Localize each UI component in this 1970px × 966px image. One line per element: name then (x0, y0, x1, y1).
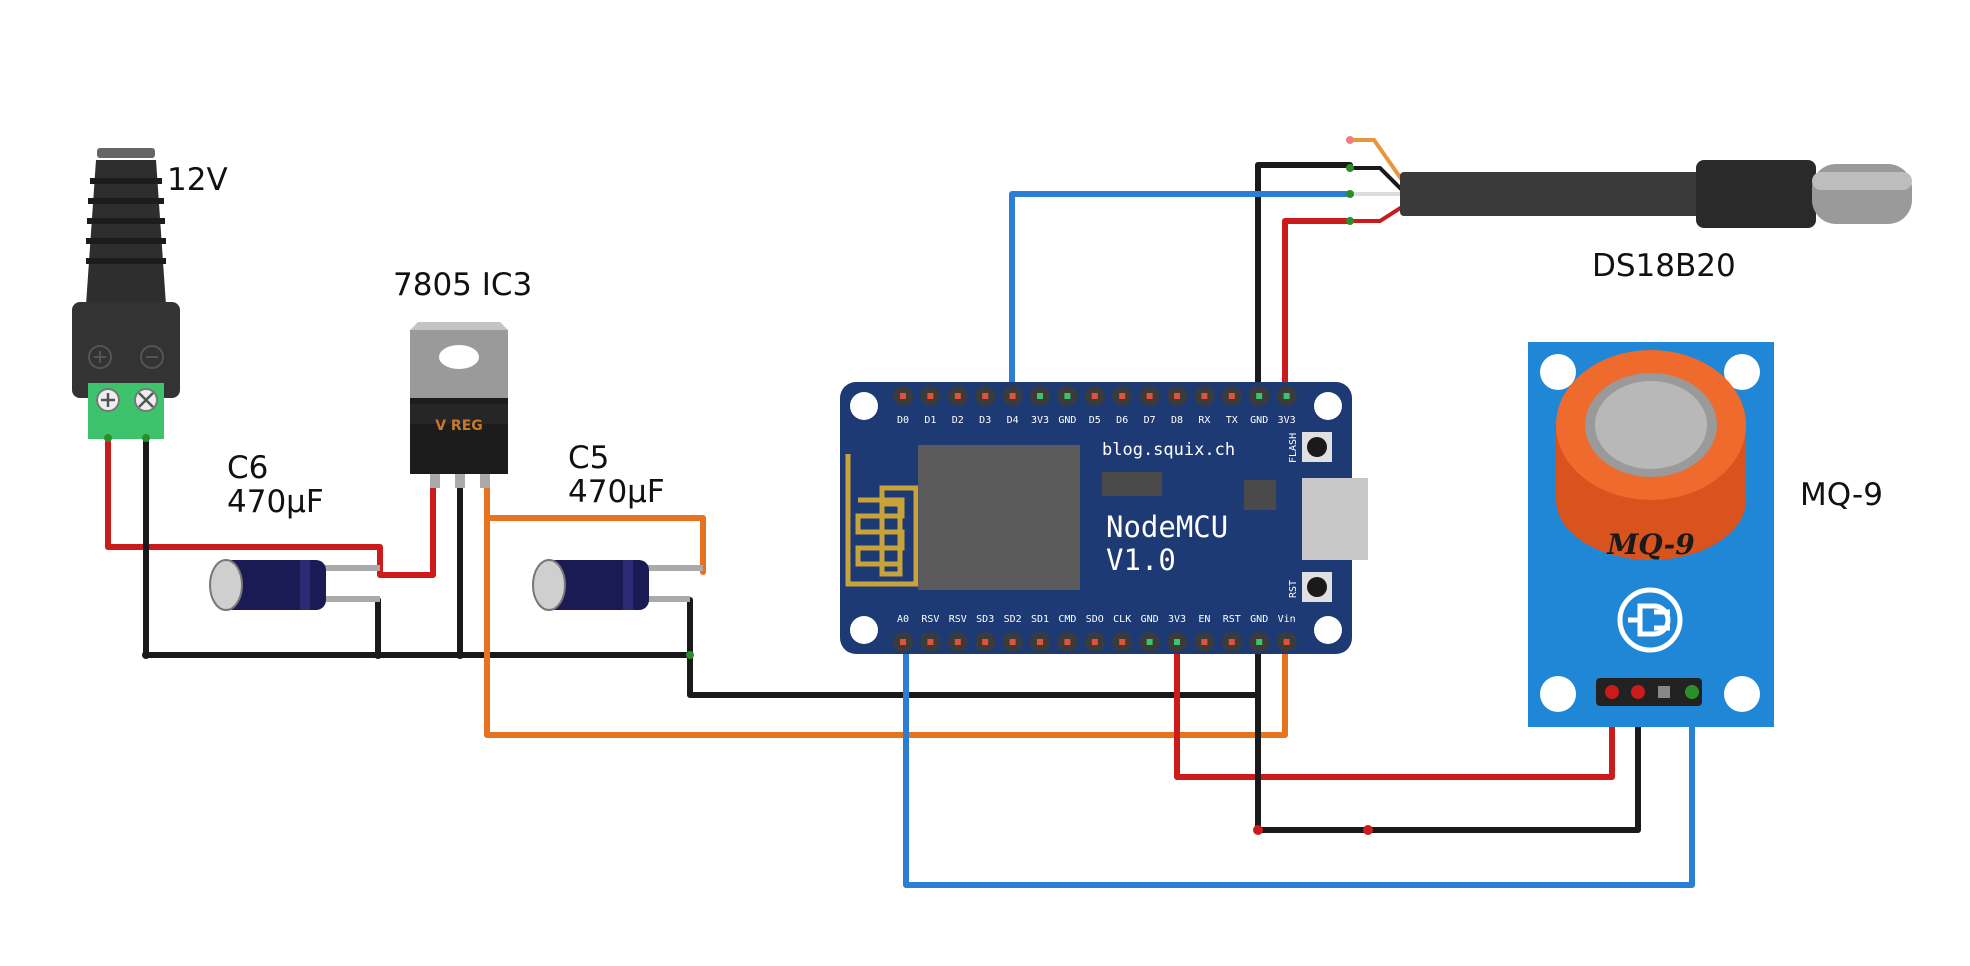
top-pin-dot-9 (1146, 393, 1153, 399)
top-pin-header: D0 D1 D2 D3 D4 3V3 GND D5 D6 D7 D8 RX TX GND 3V3 (893, 386, 1297, 426)
bottom-pin-dot-6 (1064, 639, 1071, 645)
bottom-pin-dot-9 (1146, 639, 1153, 645)
top-pin-label-1: D1 (924, 415, 936, 426)
c5-name-label: C5 (568, 440, 609, 476)
c6-name-label: C6 (227, 450, 268, 486)
top-pin-dot-8 (1119, 393, 1126, 399)
wire-black-ds18b20-gnd (1255, 162, 1353, 398)
wire-red-jack-to-regulator (105, 439, 436, 578)
top-pin-label-9: D7 (1144, 415, 1156, 426)
top-pin-label-0: D0 (897, 415, 909, 426)
bottom-pin-dot-2 (954, 639, 961, 645)
bottom-pin-label-3: SD3 (976, 614, 994, 625)
wires (105, 162, 1695, 888)
top-pin-label-6: GND (1058, 415, 1076, 426)
rst-button-label: RST (1288, 580, 1299, 598)
bottom-pin-label-7: SDO (1086, 614, 1104, 625)
top-pin-dot-11 (1201, 393, 1208, 399)
wifi-antenna-icon (845, 454, 919, 587)
power-jack-label: 12V (167, 162, 228, 198)
bottom-pin-label-5: SD1 (1031, 614, 1049, 625)
dc-power-jack (72, 148, 180, 442)
bottom-pin-dot-3 (982, 639, 989, 645)
top-pin-dot-13 (1256, 393, 1263, 399)
top-pin-label-11: RX (1198, 415, 1210, 426)
mq9-label: MQ-9 (1800, 477, 1883, 513)
ds18b20-probe (1346, 136, 1912, 228)
wire-orange-5v-c5 (484, 515, 706, 575)
top-pin-label-14: 3V3 (1278, 415, 1296, 426)
bottom-pin-dot-7 (1091, 639, 1098, 645)
top-pin-label-7: D5 (1089, 415, 1101, 426)
flash-button-label: FLASH (1288, 433, 1299, 463)
top-pin-label-13: GND (1250, 415, 1268, 426)
bottom-pin-label-2: RSV (949, 614, 967, 625)
bottom-pin-dot-10 (1174, 639, 1180, 645)
top-pin-dot-7 (1091, 393, 1098, 399)
top-pin-dot-2 (954, 393, 961, 399)
top-pin-label-2: D2 (952, 415, 964, 426)
board-name-line2: V1.0 (1106, 543, 1176, 577)
wire-red-ds18b20-vcc (1282, 218, 1353, 398)
regulator-label: 7805 IC3 (393, 267, 532, 303)
bottom-pin-header: A0 RSV RSV SD3 SD2 SD1 CMD SDO CLK GND 3V3 EN RST GND… (893, 614, 1297, 652)
bottom-pin-dot-13 (1256, 639, 1263, 645)
top-pin-dot-1 (927, 393, 934, 399)
top-pin-label-5: 3V3 (1031, 415, 1049, 426)
wire-red-mq9-vcc (1174, 639, 1615, 780)
ds18b20-label: DS18B20 (1592, 248, 1736, 284)
top-pin-label-10: D8 (1171, 415, 1183, 426)
bottom-pin-dot-14 (1283, 639, 1290, 645)
top-pin-label-4: D4 (1007, 415, 1019, 426)
wire-orange-5v (484, 482, 1288, 738)
bottom-pin-dot-5 (1037, 639, 1043, 645)
wire-blue-mq9-a0 (903, 639, 1695, 888)
top-pin-dot-14 (1283, 393, 1290, 399)
top-pin-label-3: D3 (979, 415, 991, 426)
bottom-pin-label-12: RST (1223, 614, 1241, 625)
bottom-pin-label-0: A0 (897, 614, 909, 625)
bottom-pin-label-8: CLK (1113, 614, 1131, 625)
wire-black-mq9-gnd (1255, 639, 1641, 833)
bottom-pin-dot-4 (1009, 639, 1016, 645)
bottom-pin-label-14: Vin (1278, 614, 1296, 625)
voltage-regulator: V REG (410, 322, 508, 488)
capacitor-c5 (532, 559, 703, 611)
bottom-pin-label-11: EN (1198, 614, 1210, 625)
bottom-pin-label-10: 3V3 (1168, 614, 1186, 625)
plug-logo-icon (1617, 587, 1683, 653)
top-pin-label-8: D6 (1116, 415, 1128, 426)
bottom-pin-label-4: SD2 (1004, 614, 1022, 625)
bottom-pin-dot-8 (1119, 639, 1126, 645)
bottom-pin-label-13: GND (1250, 614, 1268, 625)
top-pin-dot-5 (1037, 393, 1043, 399)
capacitor-c6 (209, 559, 380, 611)
regulator-marking: V REG (435, 418, 483, 434)
bottom-pin-label-9: GND (1141, 614, 1159, 625)
mq9-module: MQ-9 (1528, 342, 1774, 727)
bottom-pin-dot-11 (1201, 639, 1208, 645)
mq9-marking: MQ-9 (1606, 528, 1695, 561)
bottom-pin-label-1: RSV (921, 614, 939, 625)
bottom-pin-label-6: CMD (1058, 614, 1076, 625)
top-pin-label-12: TX (1226, 415, 1238, 426)
wire-blue-ds18b20-data (1009, 191, 1353, 398)
top-pin-dot-4 (1009, 393, 1016, 399)
c5-value-label: 470μF (568, 474, 665, 510)
board-name-line1: NodeMCU (1106, 510, 1228, 544)
top-pin-dot-0 (900, 393, 906, 399)
c6-value-label: 470μF (227, 484, 324, 520)
bottom-pin-dot-0 (900, 639, 906, 645)
top-pin-dot-10 (1174, 393, 1180, 399)
top-pin-dot-3 (982, 393, 989, 399)
top-pin-dot-12 (1228, 393, 1235, 399)
board-url: blog.squix.ch (1102, 440, 1235, 460)
top-pin-dot-6 (1064, 393, 1071, 399)
bottom-pin-dot-1 (927, 639, 934, 645)
bottom-pin-dot-12 (1228, 639, 1235, 645)
